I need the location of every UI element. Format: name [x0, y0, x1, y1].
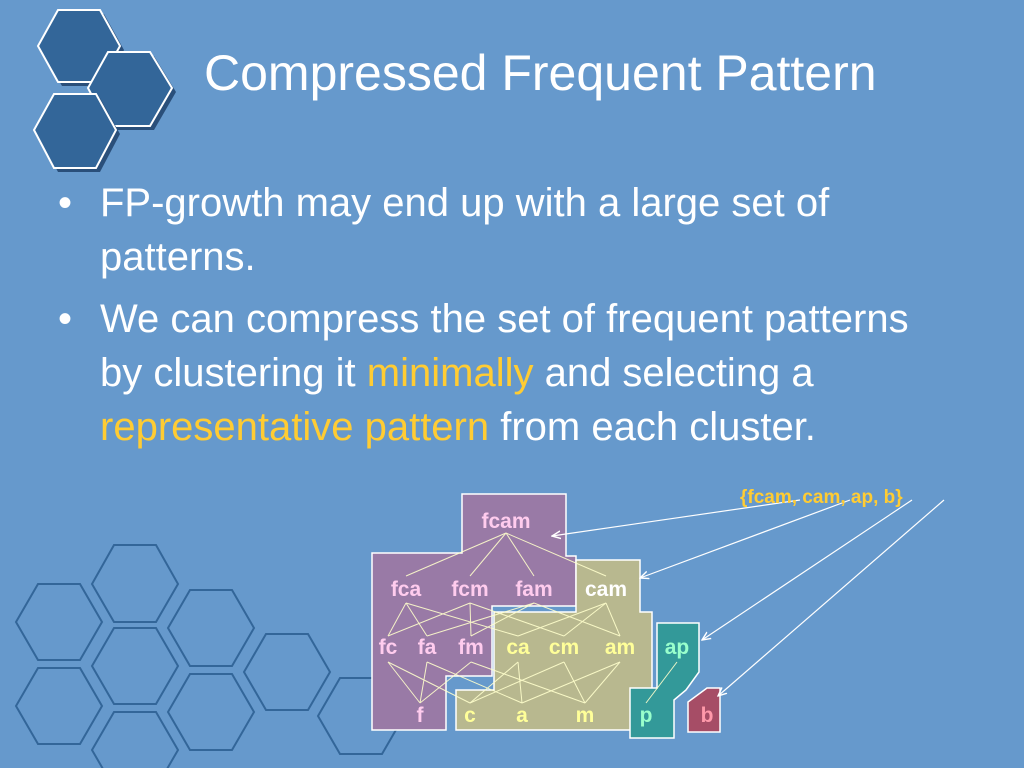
node-fm: fm	[458, 636, 484, 659]
bullet-marker: •	[58, 297, 73, 341]
lattice-nodes: fcam fca fcm fam cam fc fa fm ca cm am a…	[379, 510, 714, 727]
slide-title: Compressed Frequent Pattern	[204, 45, 877, 101]
bullet-list: • FP-growth may end up with a large set …	[58, 176, 948, 462]
hexagon-outline	[90, 711, 180, 768]
hexagon-outline	[90, 544, 180, 623]
cluster-region-fcam	[371, 493, 577, 731]
arrow-to-fcam	[552, 499, 801, 536]
cluster-region-ap	[629, 622, 700, 739]
node-fa: fa	[418, 636, 437, 659]
node-cam: cam	[585, 578, 627, 601]
filled-hexagon-cluster	[32, 9, 176, 172]
bullet-item: • FP-growth may end up with a large set …	[58, 176, 948, 284]
hexagon-outline	[90, 627, 180, 705]
highlight-representative-pattern: representative pattern	[100, 405, 490, 449]
hexagon-outline	[166, 673, 256, 751]
hexagon-outline	[14, 583, 104, 661]
node-ap: ap	[665, 636, 690, 659]
node-p: p	[640, 704, 653, 727]
node-ca: ca	[506, 636, 530, 659]
node-am: am	[605, 636, 635, 659]
node-c: c	[464, 704, 476, 727]
node-b: b	[701, 704, 714, 727]
bullet-text: and selecting a	[533, 351, 814, 395]
hexagon-outline	[242, 633, 332, 711]
hexagon-filled	[86, 51, 174, 127]
bullet-item: • We can compress the set of frequent pa…	[58, 292, 948, 454]
bullet-text: from each cluster.	[489, 405, 816, 449]
bullet-text: We can compress the set of frequent patt…	[100, 297, 909, 395]
node-fc: fc	[379, 636, 398, 659]
annotation-arrows	[552, 499, 945, 696]
node-fca: fca	[391, 578, 422, 601]
lattice-edges	[387, 532, 678, 704]
bullet-text: FP-growth may end up with a large set of…	[100, 181, 830, 279]
node-fcam: fcam	[481, 510, 530, 533]
representative-set-label: {fcam, cam, ap, b}	[740, 487, 903, 508]
arrow-to-ap	[702, 499, 913, 640]
node-cm: cm	[549, 636, 579, 659]
arrow-to-cam	[640, 499, 851, 578]
hexagon-outline	[14, 667, 104, 745]
node-fcm: fcm	[451, 578, 488, 601]
outline-hexagon-cluster	[14, 544, 406, 768]
node-fam: fam	[515, 578, 552, 601]
node-a: a	[516, 704, 528, 727]
highlight-minimally: minimally	[366, 351, 534, 395]
node-f: f	[417, 704, 425, 727]
hexagon-filled	[32, 93, 118, 169]
arrow-to-b	[718, 499, 945, 696]
bullet-marker: •	[58, 181, 73, 225]
hexagon-outline	[166, 589, 256, 667]
node-m: m	[576, 704, 595, 727]
